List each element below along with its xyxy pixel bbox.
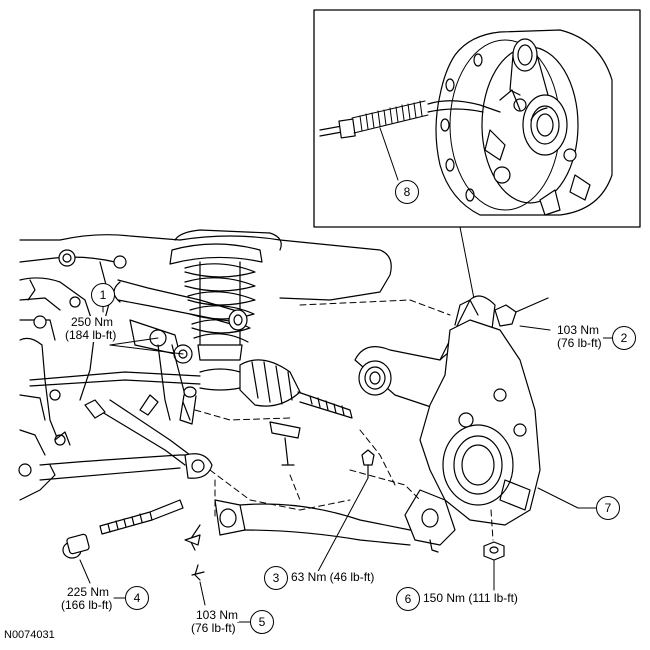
suspension-assembly: [18, 229, 549, 581]
callout-4-torque-nm: 225 Nm: [66, 585, 111, 599]
callout-1-torque-lbft: (184 lb-ft): [64, 328, 118, 342]
leader-lines: [79, 304, 615, 623]
callout-7: 7: [596, 496, 620, 520]
figure-id: N0074031: [4, 629, 55, 641]
callout-4: 4: [125, 586, 149, 610]
callout-5-torque-nm: 103 Nm: [195, 608, 240, 622]
callout-3: 3: [264, 566, 288, 590]
callout-1-torque-nm: 250 Nm: [70, 315, 115, 329]
callout-4-torque-lbft: (166 lb-ft): [60, 598, 114, 612]
callout-6-torque: 150 Nm (111 lb-ft): [422, 591, 519, 605]
callout-2-torque-lbft: (76 lb-ft): [556, 336, 603, 350]
callout-8: 8: [395, 180, 419, 204]
callout-6: 6: [396, 587, 420, 611]
callout-1: 1: [91, 283, 115, 307]
callout-3-torque: 63 Nm (46 lb-ft): [290, 570, 376, 584]
callout-5-torque-lbft: (76 lb-ft): [190, 621, 237, 635]
callout-5: 5: [250, 610, 274, 634]
detail-inset: [313, 9, 641, 228]
callout-2-torque-nm: 103 Nm: [556, 323, 601, 337]
callout-2: 2: [612, 326, 636, 350]
